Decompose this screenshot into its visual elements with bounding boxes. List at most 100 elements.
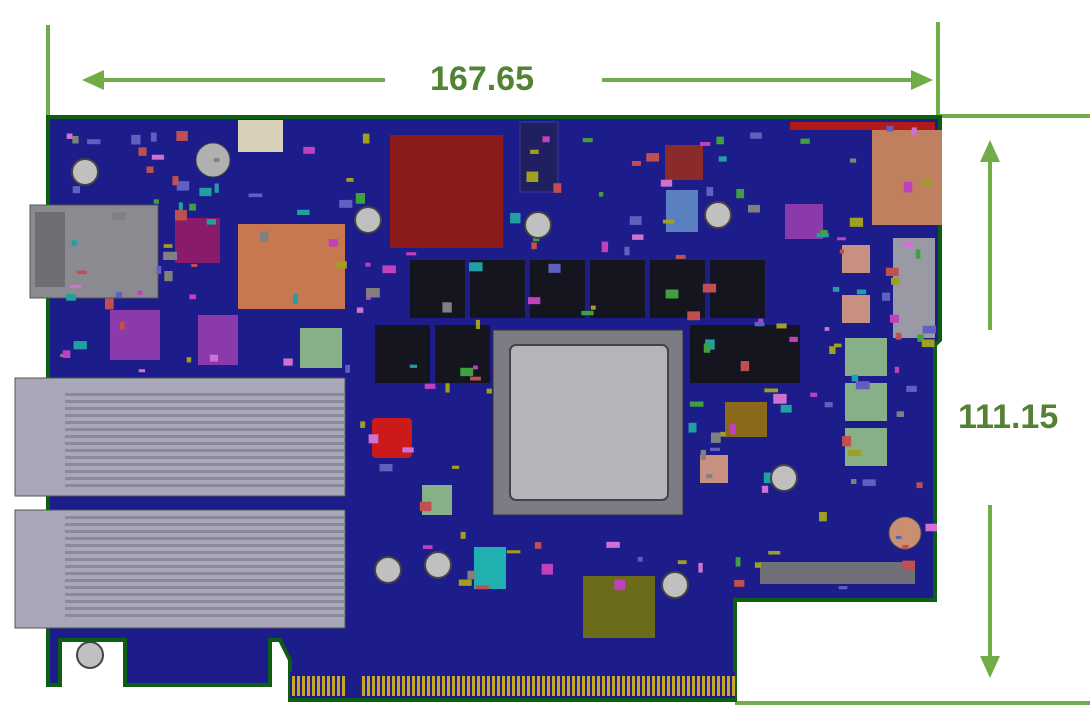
smd-component [896,411,904,418]
heatsink-fin [65,558,345,561]
smd-component [368,434,379,444]
smd-component [506,550,521,554]
smd-component [816,233,829,238]
width-dimension-label: 167.65 [430,60,534,98]
width-dimension [46,22,940,125]
smd-component [689,401,704,407]
smd-component [460,531,466,539]
connector-finger [617,676,620,696]
connector-finger [457,676,460,696]
smd-component [856,289,867,295]
smd-component [720,431,726,437]
memory-chip [410,260,465,318]
connector-finger [602,676,605,696]
smd-component [601,241,609,253]
heatsink-fin [65,537,345,540]
connector-finger [487,676,490,696]
smd-component [837,237,846,241]
smd-component [687,311,701,321]
smd-component [214,183,219,193]
smd-component [800,138,810,144]
connector-finger [652,676,655,696]
smd-component [637,556,643,562]
smd-component [885,267,899,277]
side-connector [893,238,935,338]
smd-component [889,314,899,323]
smd-component [360,421,366,428]
smd-component [356,307,364,313]
smd-component [824,327,830,331]
qsfp-cage-2 [14,509,346,629]
smd-component [735,557,741,567]
smd-component [346,177,354,182]
connector-finger [317,676,320,696]
smd-component [76,270,87,275]
smd-component [283,358,293,366]
smd-component [842,436,852,447]
smd-component [780,404,792,413]
smd-component [105,298,114,310]
connector-finger [472,676,475,696]
smd-component [119,321,125,330]
smd-component [445,383,450,393]
smd-component [810,392,818,397]
smd-component [70,284,82,289]
smd-component [631,160,641,166]
screw-icon [661,571,689,599]
heatsink-fin [65,523,345,526]
smd-component [475,585,489,590]
screw-icon [354,206,382,234]
screw-icon [524,211,552,239]
smd-component [922,325,937,334]
smd-component [419,501,432,512]
connector-finger [582,676,585,696]
smd-component [409,364,418,368]
connector-finger [337,676,340,696]
connector-finger [442,676,445,696]
smd-component [297,209,310,216]
smd-component [917,334,924,342]
connector-finger [512,676,515,696]
connector-finger [312,676,315,696]
connector-finger [292,676,295,696]
heatsink-fin [65,614,345,617]
smd-component [706,186,714,197]
smd-component [406,252,417,256]
smd-component [902,544,909,550]
smd-component [186,357,192,363]
connector-finger [502,676,505,696]
heatsink-fins [65,393,345,617]
copper-chip [238,224,345,309]
smd-component [137,290,143,295]
smd-component [902,560,916,570]
smd-component [156,266,162,274]
smd-component [442,302,452,313]
smd-component [303,146,315,154]
heatsink-fin [65,593,345,596]
smd-component [629,216,642,225]
memory-chip [650,260,705,318]
smd-component [925,523,937,532]
smd-component [581,310,594,316]
memory-chip [690,325,745,383]
connector-finger [627,676,630,696]
smd-component [72,186,80,194]
smd-component [146,166,154,173]
connector-finger [417,676,420,696]
connector-finger [562,676,565,696]
smd-component [646,153,660,162]
smd-component [747,204,760,213]
connector-finger [432,676,435,696]
smd-component [895,332,902,340]
smd-component [754,562,762,568]
smd-component [838,586,848,590]
connector-finger [467,676,470,696]
smd-component [531,242,537,250]
smd-component [163,251,178,260]
connector-finger [702,676,705,696]
smd-component [138,147,147,156]
connector-finger [707,676,710,696]
teal-component [474,547,506,589]
smd-component [209,354,218,362]
arrow-left-icon [82,70,104,90]
